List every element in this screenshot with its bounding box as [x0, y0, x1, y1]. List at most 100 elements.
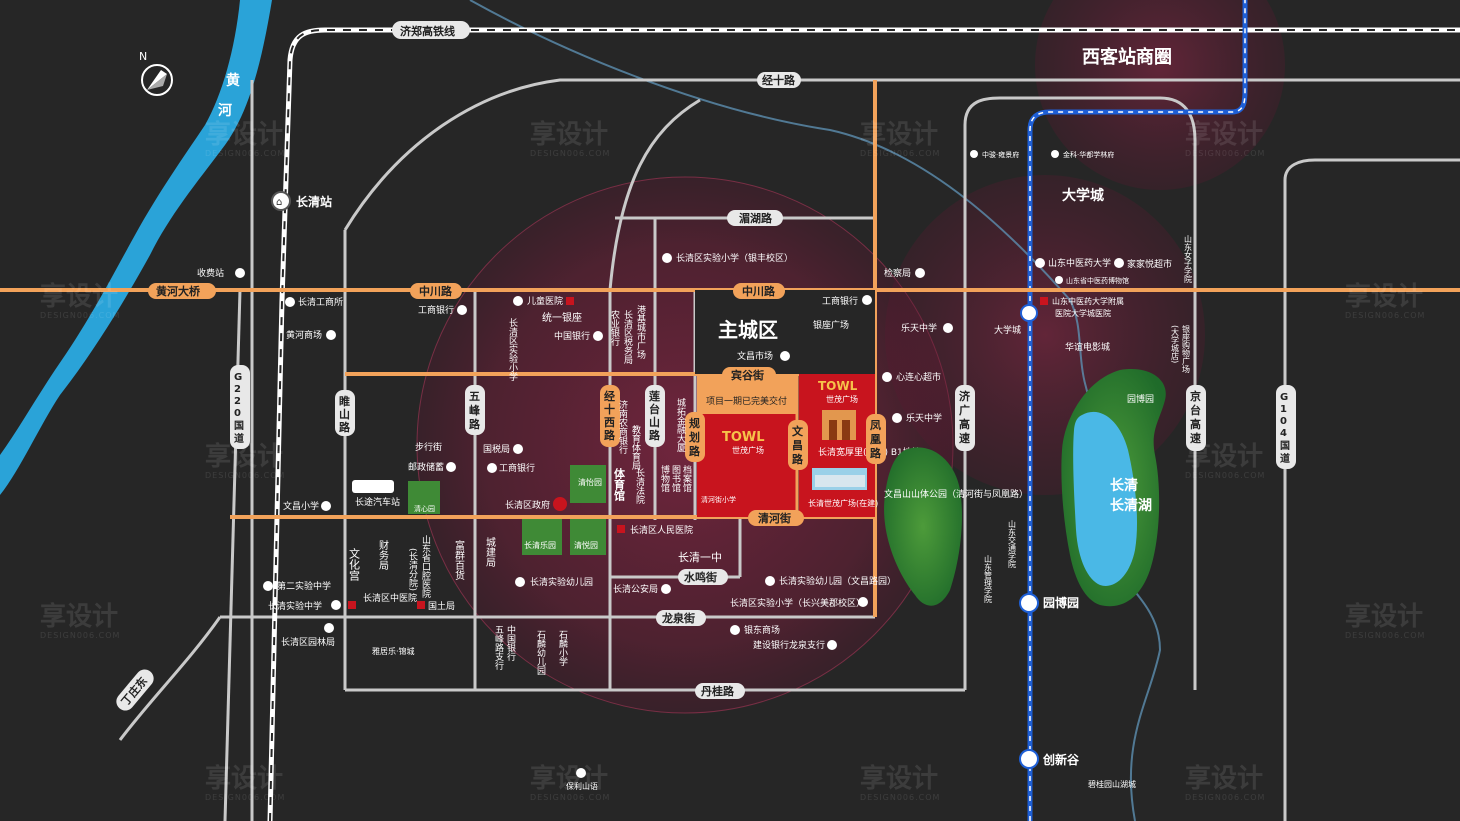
poi-boc-wf-v: 五峰路支行 — [493, 625, 504, 671]
poi-qingxin: 清心园 — [414, 504, 435, 513]
poi-jinrong-v: 城拓金融大厦 — [675, 398, 686, 452]
compass-icon: N — [139, 50, 173, 96]
station-chuangxingu: 创新谷 — [1019, 749, 1080, 769]
yellow-river-label-1: 黄 — [226, 72, 240, 89]
station-daxuecheng: 大学城 — [994, 304, 1038, 336]
svg-text:长清区园林局: 长清区园林局 — [281, 636, 335, 648]
poi-boc: 中国银行 — [554, 330, 603, 342]
svg-text:划: 划 — [689, 430, 700, 444]
lake-label-2: 长清湖 — [1110, 497, 1152, 514]
lake-label-1: 长清 — [1110, 477, 1138, 494]
svg-text:邮政储蓄: 邮政储蓄 — [408, 461, 444, 473]
yellow-river-label-2: 河 — [218, 102, 232, 119]
svg-text:2: 2 — [234, 396, 241, 407]
poi-jinan-nongshang-v: 济南农商银行 — [617, 399, 628, 455]
road-jingshixi: 经 — [604, 389, 615, 403]
road-meihu: 湄湖路 — [739, 211, 773, 225]
poi-nongshang-v: 农业银行 — [609, 309, 620, 347]
brand-logo-west: TOWL 世茂广场 — [722, 430, 765, 455]
svg-text:家家悦超市: 家家悦超市 — [1127, 258, 1172, 270]
poi-icbc-center: 工商银行 — [487, 462, 535, 474]
svg-text:医院大学城医院: 医院大学城医院 — [1055, 308, 1111, 318]
poi-park-name: 文昌山山体公园（清河街与凤凰路） — [884, 488, 1028, 500]
main-city-label: 主城区 — [718, 318, 778, 342]
svg-text:享设计: 享设计 — [860, 119, 938, 150]
svg-text:长清实验幼儿园: 长清实验幼儿园 — [530, 576, 593, 588]
poi-huayi: 华谊电影城 — [1065, 341, 1110, 353]
svg-text:路: 路 — [469, 417, 481, 431]
svg-text:路: 路 — [649, 428, 661, 442]
poi-toll: 收费站 — [197, 267, 245, 279]
road-jingtai: 京 — [1190, 389, 1201, 403]
railway-label: 济郑高铁线 — [400, 24, 455, 38]
road-zhongchuan-left: 中川路 — [419, 284, 453, 298]
svg-text:(长清分院): (长清分院) — [407, 548, 418, 591]
svg-text:世茂广场: 世茂广场 — [826, 394, 858, 404]
svg-text:长途汽车站: 长途汽车站 — [355, 496, 400, 508]
svg-text:路: 路 — [870, 446, 882, 460]
poi-shuiwu-v: 长清区税务局 — [622, 309, 633, 365]
svg-text:长清区人民医院: 长清区人民医院 — [630, 524, 693, 536]
project-red-block-west — [697, 414, 797, 517]
road-wufeng: 五 — [469, 390, 480, 403]
svg-text:中国银行: 中国银行 — [554, 330, 590, 342]
road-jiguang: 济 — [959, 389, 971, 403]
svg-text:工商银行: 工商银行 — [822, 295, 858, 307]
parks — [408, 369, 1166, 607]
svg-text:山东省中医药博物馆: 山东省中医药博物馆 — [1066, 276, 1129, 285]
road-bingu: 宾谷街 — [731, 368, 764, 382]
svg-text:长清区实验小学（长兴美郡校区）: 长清区实验小学（长兴美郡校区） — [730, 597, 865, 609]
railway-line — [267, 27, 1460, 821]
poi-yuanboyuan-park: 园博园 — [1127, 393, 1154, 405]
poi-yaju: 雅居乐·锦城 — [372, 646, 415, 656]
svg-text:国: 国 — [234, 420, 244, 432]
svg-text:享设计: 享设计 — [1345, 281, 1423, 312]
svg-text:DESIGN006.COM: DESIGN006.COM — [1185, 149, 1265, 158]
poi-zhongyi-museum: 山东省中医药博物馆 — [1055, 276, 1129, 285]
svg-text:0: 0 — [1280, 416, 1287, 427]
svg-text:TOWL: TOWL — [722, 430, 765, 445]
xike-zone — [1035, 0, 1285, 190]
poi-icbc-left: 工商银行 — [418, 304, 467, 316]
poi-shiyan-v: 长清区实验小学 — [507, 317, 518, 381]
poi-shilin-xiaoxue-v: 石麟小学 — [557, 630, 568, 666]
svg-text:长清实验中学: 长清实验中学 — [268, 600, 322, 612]
poi-yuanlin: 长清区园林局 — [281, 623, 335, 648]
svg-text:保利山语: 保利山语 — [566, 781, 598, 791]
poi-buxingjie: 步行街 — [415, 441, 442, 453]
project-red-block-east — [799, 374, 875, 517]
svg-text:大学城: 大学城 — [994, 324, 1021, 336]
pois: 收费站 长清工商所 黄河商场 儿童医院 统一银座 工商银行 中国银行 长清区实验… — [197, 150, 1172, 791]
poi-letian-1: 乐天中学 — [901, 322, 953, 334]
road-jingshi: 经十路 — [762, 73, 796, 87]
gate-icon — [822, 410, 856, 440]
svg-text:DESIGN006.COM: DESIGN006.COM — [860, 793, 940, 802]
university-district-label: 大学城 — [1062, 187, 1104, 204]
svg-text:享设计: 享设计 — [40, 281, 118, 312]
svg-text:长清乐园: 长清乐园 — [524, 540, 556, 550]
svg-text:第二实验中学: 第二实验中学 — [277, 580, 331, 592]
road-fenghuang: 凤 — [870, 419, 881, 432]
svg-text:DESIGN006.COM: DESIGN006.COM — [205, 471, 285, 480]
svg-text:0: 0 — [234, 408, 241, 419]
road-longquan: 龙泉街 — [661, 611, 695, 625]
svg-text:享设计: 享设计 — [1185, 763, 1263, 794]
svg-text:收费站: 收费站 — [197, 267, 224, 279]
vertical-poi-labels: 长清区实验小学 长清区税务局 农业银行 港基城市广场 济南农商银行 教育体育局 … — [348, 234, 1193, 676]
svg-text:享设计: 享设计 — [1345, 601, 1423, 632]
svg-text:享设计: 享设计 — [530, 119, 608, 150]
svg-text:路: 路 — [339, 420, 351, 434]
poi-gongshangsuo: 长清工商所 — [285, 296, 343, 308]
svg-text:文昌山山体公园（清河街与凤凰路）: 文昌山山体公园（清河街与凤凰路） — [884, 488, 1028, 500]
road-wenchang: 文 — [792, 424, 804, 438]
svg-text:(大学城店): (大学城店) — [1171, 325, 1180, 363]
svg-text:DESIGN006.COM: DESIGN006.COM — [1345, 311, 1425, 320]
poi-jiancha: 检察局 — [884, 267, 925, 279]
road-tags-vertical: 睢 山 路 五 峰 路 经 十 西 路 莲 台 山 路 规 划 路 文 昌 路 … — [116, 365, 1296, 711]
poi-guotu: 国土局 — [417, 600, 455, 612]
poi-wenhuagong-v: 文化宫 — [348, 547, 361, 582]
svg-text:享设计: 享设计 — [860, 763, 938, 794]
